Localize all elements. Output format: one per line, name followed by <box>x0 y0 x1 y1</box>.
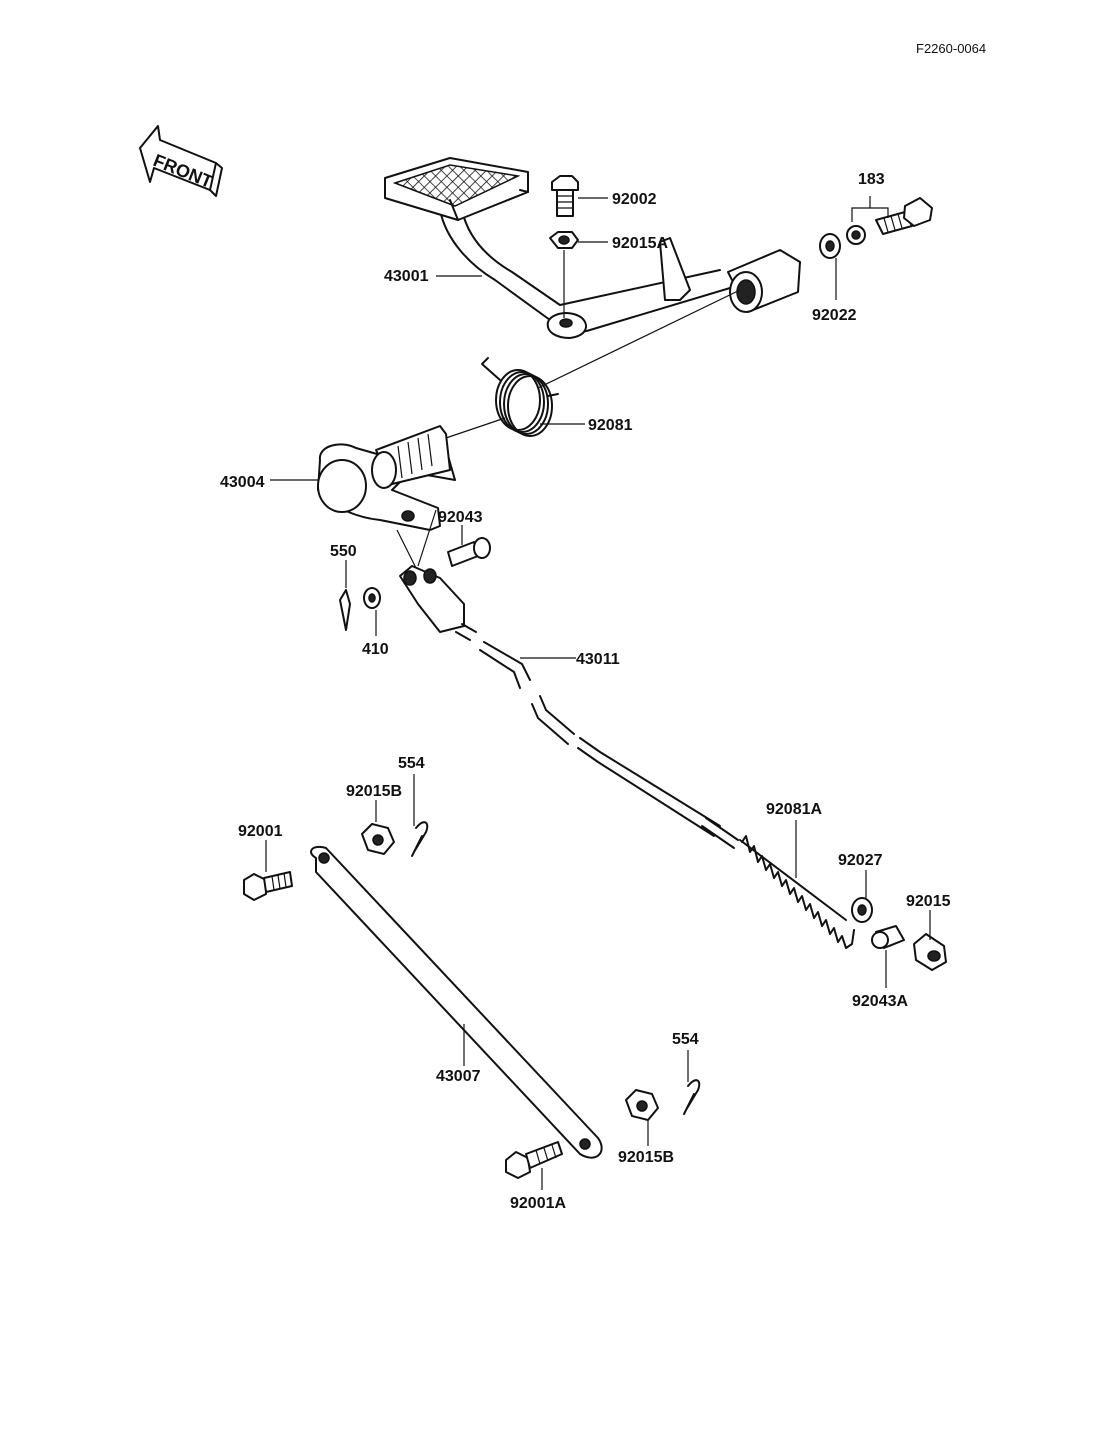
nut-icon <box>913 933 947 971</box>
trunnion-icon <box>871 925 905 949</box>
brake-rod <box>455 623 721 837</box>
link-rod <box>310 846 603 1159</box>
bolt-icon <box>505 1141 563 1179</box>
label-92081: 92081 <box>588 417 633 434</box>
label-92015b-top: 92015B <box>346 783 402 800</box>
label-554-bottom: 554 <box>672 1031 699 1048</box>
spring-icon <box>481 357 559 437</box>
leader-line <box>537 289 741 389</box>
front-arrow-icon: FRONT <box>139 125 223 197</box>
bolt-icon <box>846 197 933 245</box>
nut-icon <box>361 823 395 855</box>
clip-icon <box>411 821 429 857</box>
label-92027: 92027 <box>838 852 883 869</box>
label-92022: 92022 <box>812 307 857 324</box>
brake-pedal <box>384 157 801 339</box>
washer-icon <box>819 233 841 259</box>
cotter-pin-icon <box>339 589 351 631</box>
washer-icon <box>851 897 873 923</box>
label-554-top: 554 <box>398 755 425 772</box>
spring-icon <box>701 817 855 949</box>
label-43001: 43001 <box>384 268 429 285</box>
label-92001: 92001 <box>238 823 283 840</box>
label-550: 550 <box>330 543 357 560</box>
pin-icon <box>447 537 491 567</box>
label-92015a: 92015A <box>612 235 668 252</box>
label-92015b-bottom: 92015B <box>618 1149 674 1166</box>
nut-icon <box>625 1089 659 1121</box>
label-43004: 43004 <box>220 474 265 491</box>
label-183: 183 <box>858 171 885 188</box>
washer-icon <box>363 587 381 609</box>
label-92015: 92015 <box>906 893 951 910</box>
label-92043a: 92043A <box>852 993 908 1010</box>
label-92001a: 92001A <box>510 1195 566 1212</box>
bolt-icon <box>243 871 293 901</box>
brake-arm <box>317 425 456 531</box>
label-43007: 43007 <box>436 1068 481 1085</box>
nut-icon <box>549 231 579 249</box>
reference-code: F2260-0064 <box>916 41 986 56</box>
label-92081a: 92081A <box>766 801 822 818</box>
label-92002: 92002 <box>612 191 657 208</box>
bolt-icon <box>551 175 579 217</box>
label-92043: 92043 <box>438 509 483 526</box>
label-43011: 43011 <box>576 651 620 668</box>
clip-icon <box>683 1079 701 1115</box>
label-410: 410 <box>362 641 389 658</box>
clevis-icon <box>399 565 465 633</box>
